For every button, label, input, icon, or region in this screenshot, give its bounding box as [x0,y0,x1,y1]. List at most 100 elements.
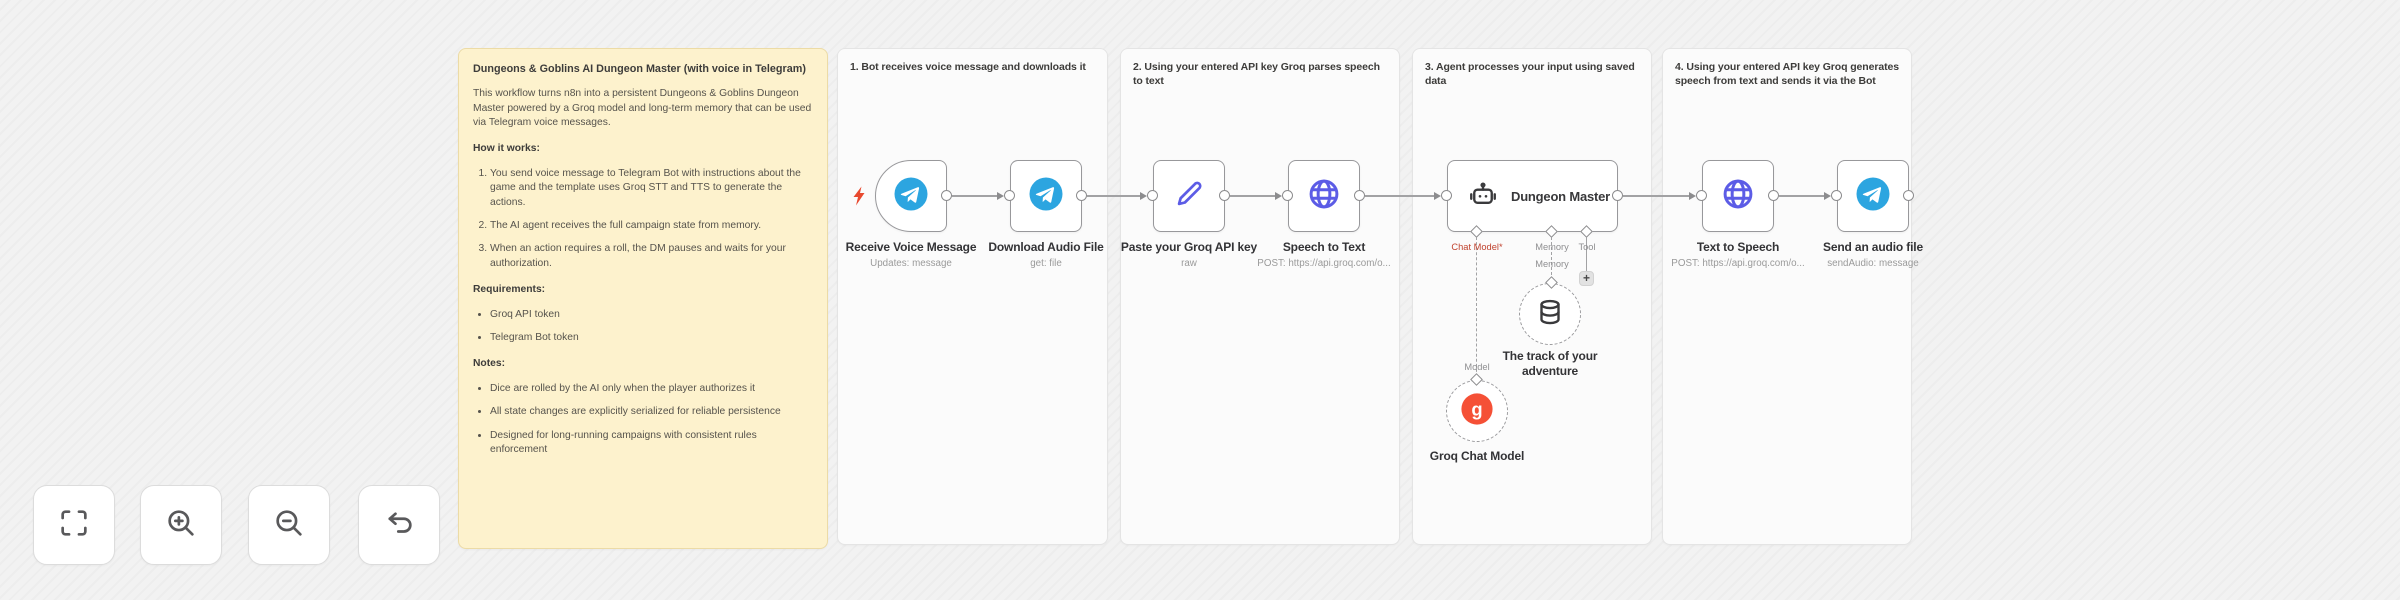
requirement-item: Groq API token [490,308,813,322]
output-port[interactable] [1768,190,1779,201]
node-caption: Speech to Text POST: https://api.groq.co… [1239,240,1409,270]
input-port[interactable] [1831,190,1842,201]
connection-arrow-icon [1275,191,1282,200]
output-port[interactable] [1219,190,1230,201]
fit-view-icon [57,506,91,545]
memory-port-label: Memory [1535,242,1569,252]
connection-line [1230,195,1280,197]
how-it-works-item: The AI agent receives the full campaign … [490,219,813,233]
telegram-icon [1855,176,1891,217]
requirement-item: Telegram Bot token [490,331,813,345]
output-port[interactable] [1612,190,1623,201]
undo-button[interactable] [358,485,440,565]
input-port[interactable] [1147,190,1158,201]
sticky-intro: This workflow turns n8n into a persisten… [473,88,812,128]
connection-line [1779,195,1829,197]
memory-connection-line [1551,237,1552,280]
how-it-works-item: When an action requires a roll, the DM p… [490,242,813,271]
model-connection-label: Model [1464,362,1490,372]
how-it-works-heading: How it works: [473,143,540,155]
zoom-out-icon [272,506,306,545]
node-groq-chat-model[interactable]: g [1446,380,1508,442]
sticky-title: Dungeons & Goblins AI Dungeon Master (wi… [473,63,806,75]
requirements-heading: Requirements: [473,284,546,296]
node-name: Receive Voice Message [845,240,977,254]
zoom-in-icon [164,506,198,545]
output-port[interactable] [941,190,952,201]
chat-model-port-label: Chat Model* [1451,242,1503,252]
node-speech-to-text[interactable] [1288,160,1360,232]
node-name: Download Audio File [988,240,1104,254]
output-port[interactable] [1354,190,1365,201]
telegram-icon [1028,176,1064,217]
add-tool-button[interactable]: + [1579,271,1594,286]
node-memory[interactable] [1519,283,1581,345]
node-name: Groq Chat Model [1429,449,1525,463]
node-text-to-speech[interactable] [1702,160,1774,232]
node-subtitle: POST: https://api.groq.com/o... [1671,258,1805,269]
svg-text:g: g [1471,398,1482,419]
zoom-out-button[interactable] [248,485,330,565]
notes-heading: Notes: [473,358,506,370]
connection-line [1087,195,1145,197]
node-subtitle: sendAudio: message [1827,258,1919,269]
zoom-in-button[interactable] [140,485,222,565]
connection-arrow-icon [1434,191,1441,200]
section-3-heading: 3. Agent processes your input using save… [1425,61,1635,88]
node-subtitle: raw [1181,258,1197,269]
note-item: Dice are rolled by the AI only when the … [490,382,813,396]
model-connection-line [1476,237,1477,377]
node-paste-groq-api-key[interactable] [1153,160,1225,232]
section-1-heading: 1. Bot receives voice message and downlo… [850,61,1086,73]
output-port[interactable] [1903,190,1914,201]
input-port[interactable] [1441,190,1452,201]
connection-arrow-icon [1140,191,1147,200]
connection-line [952,195,1002,197]
note-item: Designed for long-running campaigns with… [490,429,813,458]
sticky-section-4[interactable]: 4. Using your entered API key Groq gener… [1662,48,1912,545]
globe-icon [1720,176,1756,217]
input-port[interactable] [1004,190,1015,201]
node-dungeon-master-agent[interactable]: Dungeon Master [1447,160,1618,232]
agent-node-name: Dungeon Master [1511,188,1611,204]
undo-icon [382,506,416,545]
node-name: Paste your Groq API key [1120,240,1258,254]
node-caption: Paste your Groq API key raw [1104,240,1274,270]
connection-line [1365,195,1439,197]
node-name: Text to Speech [1696,240,1780,254]
telegram-icon [893,176,929,217]
node-caption: Groq Chat Model [1407,449,1547,464]
connection-arrow-icon [1689,191,1696,200]
section-2-heading: 2. Using your entered API key Groq parse… [1133,61,1380,88]
sticky-note-overview[interactable]: Dungeons & Goblins AI Dungeon Master (wi… [458,48,828,549]
sticky-section-1[interactable]: 1. Bot receives voice message and downlo… [837,48,1108,545]
node-subtitle: get: file [1030,258,1062,269]
tool-port-label: Tool [1578,242,1596,252]
node-download-audio-file[interactable] [1010,160,1082,232]
node-name: Send an audio file [1823,240,1923,254]
memory-connection-label: Memory [1535,259,1569,269]
fit-view-button[interactable] [33,485,115,565]
node-caption: Receive Voice Message Updates: message [826,240,996,270]
input-port[interactable] [1282,190,1293,201]
globe-icon [1306,176,1342,217]
node-caption: The track of your adventure [1480,349,1620,379]
node-send-audio-file[interactable] [1837,160,1909,232]
connection-arrow-icon [1824,191,1831,200]
connection-line [1623,195,1694,197]
database-icon [1535,297,1565,332]
node-caption: Text to Speech POST: https://api.groq.co… [1653,240,1823,270]
how-it-works-item: You send voice message to Telegram Bot w… [490,167,813,210]
input-port[interactable] [1696,190,1707,201]
sticky-section-2[interactable]: 2. Using your entered API key Groq parse… [1120,48,1400,545]
connection-arrow-icon [997,191,1004,200]
node-receive-voice-message[interactable] [875,160,947,232]
node-subtitle: Updates: message [870,258,952,269]
groq-icon: g [1460,392,1494,431]
pencil-icon [1172,177,1206,216]
tool-connection-line [1586,237,1587,271]
output-port[interactable] [1076,190,1087,201]
note-item: All state changes are explicitly seriali… [490,405,813,419]
robot-icon [1468,179,1498,214]
